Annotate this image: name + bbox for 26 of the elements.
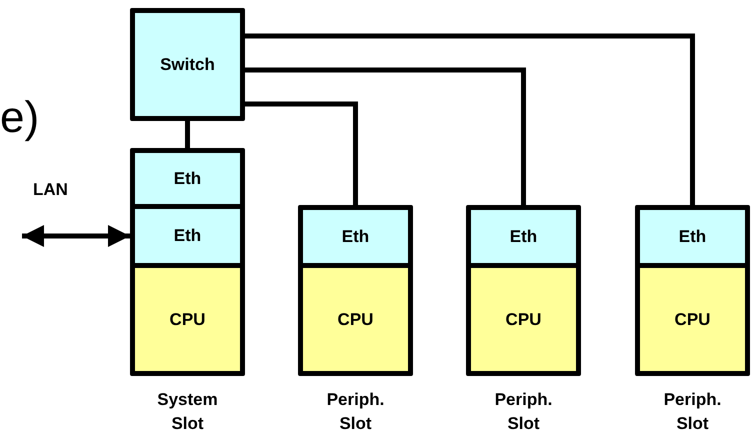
box-label: Switch [160,54,215,76]
box-label: CPU [170,308,206,331]
connector-line [245,102,358,205]
box-label: Eth [510,226,538,248]
connector-line [185,121,190,148]
cpu-box [298,263,413,376]
slot-caption: System Slot [156,389,219,435]
double-arrow [22,225,130,247]
box-label: Eth [174,225,202,248]
switch-box [130,8,245,121]
box-label: Eth [342,226,370,248]
box-label: Eth [174,168,202,190]
box-label: CPU [506,308,542,331]
cpu-box [130,263,245,376]
cpu-box [466,263,581,376]
box-label: CPU [338,308,374,331]
box-label: Eth [678,226,706,248]
cpu-box [635,263,750,376]
slot-caption: Periph. Slot [326,389,386,435]
connector-line [245,34,695,205]
box-label: CPU [674,308,710,331]
connector-line [245,68,526,205]
heading-fragment: e) [0,96,40,140]
slot-caption: Periph. Slot [494,389,554,435]
edge-label: LAN [33,181,68,198]
slot-caption: Periph. Slot [662,389,722,435]
